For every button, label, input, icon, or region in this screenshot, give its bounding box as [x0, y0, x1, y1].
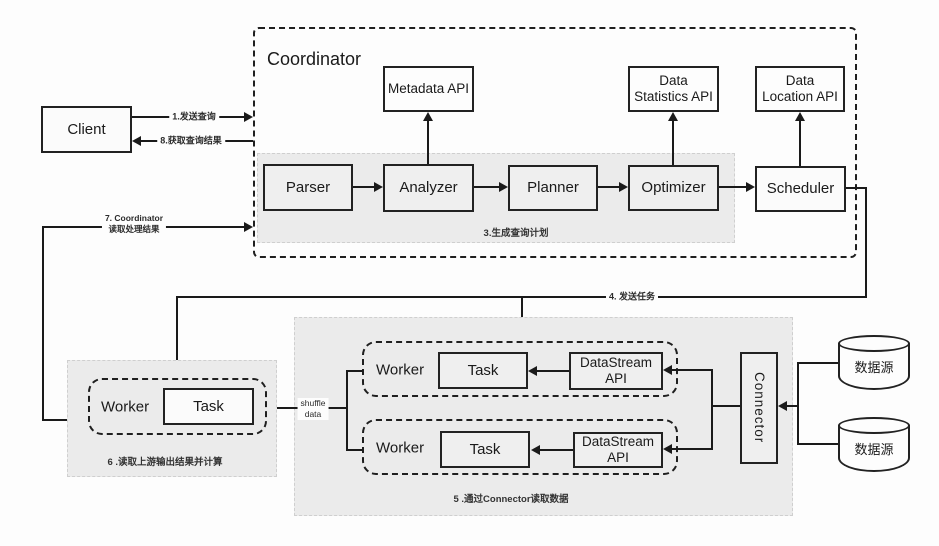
edge-shuffle-vertical	[346, 370, 348, 451]
planner-label: Planner	[527, 179, 579, 197]
arrowhead	[663, 365, 672, 375]
worker1-datastream-label: DataStream API	[579, 355, 653, 386]
parser-label: Parser	[285, 178, 331, 196]
worker2-task-label: Task	[469, 440, 501, 458]
scheduler-box: Scheduler	[755, 166, 846, 212]
step1-label: 1.发送查询	[169, 111, 219, 123]
arrowhead	[668, 112, 678, 121]
step7-label: 7. Coordinator 读取处理结果	[101, 213, 167, 235]
arrowhead	[132, 136, 141, 146]
arrowhead	[619, 182, 628, 192]
analyzer-box: Analyzer	[383, 164, 474, 212]
coordinator-title: Coordinator	[267, 49, 362, 69]
datasource1-cylinder: 数据源	[838, 335, 910, 390]
data-location-api-box: Data Location API	[755, 66, 845, 112]
arrowhead	[374, 182, 383, 192]
edge-ds1-stub	[797, 362, 838, 364]
cylinder-top	[838, 417, 910, 434]
edge-ds1-task1	[537, 370, 569, 372]
optimizer-box: Optimizer	[628, 165, 719, 211]
client-label: Client	[67, 120, 106, 138]
edge-optimizer-scheduler	[719, 186, 746, 188]
arrowhead	[795, 112, 805, 121]
parser-box: Parser	[263, 164, 353, 211]
edge-shuffle-stub2	[347, 449, 363, 451]
edge-optimizer-statistics	[672, 120, 674, 165]
arrowhead	[499, 182, 508, 192]
cylinder-top	[838, 335, 910, 352]
edge-ds-junction	[797, 362, 799, 445]
result-worker-group	[88, 378, 267, 435]
arrowhead	[746, 182, 755, 192]
edge-planner-optimizer	[598, 186, 619, 188]
worker2-datastream-box: DataStream API	[573, 432, 663, 468]
datasource2-label: 数据源	[854, 442, 894, 457]
edge-step7-vertical	[42, 226, 44, 421]
arrowhead	[663, 444, 672, 454]
worker-cluster-area	[294, 317, 793, 516]
edge-step7-bottom	[42, 419, 68, 421]
worker2-group	[362, 419, 678, 475]
edge-step4-branch-result-worker	[176, 296, 178, 370]
worker2-task-box: Task	[440, 431, 530, 468]
analyzer-label: Analyzer	[399, 179, 458, 197]
edge-connector-split	[711, 369, 713, 450]
shuffle-label: shuffle data	[297, 398, 329, 420]
metadata-api-box: Metadata API	[383, 66, 474, 112]
worker1-task-box: Task	[438, 352, 528, 389]
edge-step4-sched-out	[846, 187, 867, 189]
worker1-task-label: Task	[467, 361, 499, 379]
datasource1-label: 数据源	[854, 360, 894, 375]
edge-connector-ds2	[671, 448, 711, 450]
step3-caption: 3.生成查询计划	[483, 228, 549, 239]
edge-ds2-task2	[540, 449, 573, 451]
step5-caption: 5 .通过Connector读取数据	[453, 494, 569, 505]
worker1-label: Worker	[376, 361, 425, 379]
edge-connector-ds1	[671, 369, 711, 371]
data-statistics-api-box: Data Statistics API	[628, 66, 719, 112]
result-worker-task-label: Task	[193, 397, 224, 415]
edge-analyzer-metadata	[427, 120, 429, 164]
edge-analyzer-planner	[474, 186, 499, 188]
arrowhead	[531, 445, 540, 455]
connector-label: Connector	[751, 372, 767, 444]
arrowhead	[244, 222, 253, 232]
arrowhead	[778, 401, 787, 411]
step6-caption: 6 .读取上游输出结果并计算	[107, 457, 223, 468]
worker1-datastream-box: DataStream API	[569, 352, 663, 390]
client-box: Client	[41, 106, 132, 153]
edge-scheduler-location	[799, 120, 801, 166]
step4-label: 4. 发送任务	[605, 291, 659, 303]
edge-ds-connector	[787, 405, 799, 407]
data-location-api-label: Data Location API	[762, 73, 838, 104]
edge-step4-right-vertical	[865, 187, 867, 298]
metadata-api-label: Metadata API	[387, 81, 470, 97]
edge-shuffle-stub1	[347, 370, 363, 372]
worker2-datastream-label: DataStream API	[581, 434, 655, 465]
result-worker-task-box: Task	[163, 388, 254, 425]
edge-ds2-stub	[797, 443, 838, 445]
scheduler-label: Scheduler	[766, 180, 835, 198]
worker2-label: Worker	[376, 439, 425, 457]
edge-parser-analyzer	[353, 186, 374, 188]
step8-label: 8.获取查询结果	[157, 135, 225, 147]
coordinator-group	[253, 27, 857, 258]
connector-box: Connector	[740, 352, 778, 464]
edge-step4-branch-worker1	[521, 296, 523, 334]
result-worker-label: Worker	[101, 398, 150, 416]
datasource2-cylinder: 数据源	[838, 417, 910, 472]
arrowhead	[528, 366, 537, 376]
planner-box: Planner	[508, 165, 598, 211]
optimizer-label: Optimizer	[641, 179, 706, 197]
arrowhead	[423, 112, 433, 121]
arrowhead	[244, 112, 253, 122]
data-statistics-api-label: Data Statistics API	[634, 73, 713, 104]
edge-connector-out	[711, 405, 740, 407]
